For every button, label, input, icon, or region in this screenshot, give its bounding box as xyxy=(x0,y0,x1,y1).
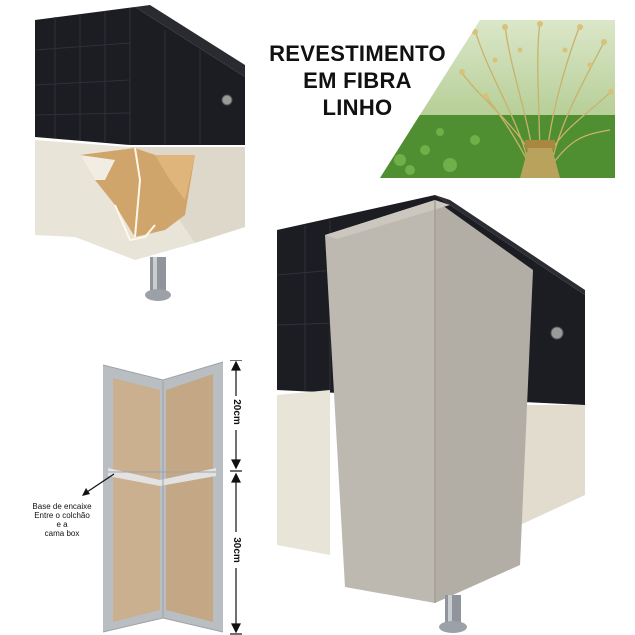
annotation-line-3: e a xyxy=(56,520,68,529)
linen-corner-guard-photo xyxy=(275,195,625,635)
dimension-lines xyxy=(226,360,246,635)
annotation-line-2: Entre o colchão xyxy=(34,511,90,520)
headline-line-3: LINHO xyxy=(322,95,393,120)
annotation-line-1: Base de encaixe xyxy=(32,502,92,511)
corner-guard-diagram xyxy=(98,360,228,635)
damaged-bed-corner-photo xyxy=(35,5,250,305)
annotation-line-4: cama box xyxy=(44,529,80,538)
dimension-label-bottom: 30cm xyxy=(231,537,242,563)
headline-line-1: REVESTIMENTO xyxy=(269,41,446,66)
annotation-arrow xyxy=(78,470,118,500)
dimension-label-top: 20cm xyxy=(231,399,242,425)
flax-plant-photo xyxy=(380,20,615,178)
annotation-text: Base de encaixe Entre o colchão e a cama… xyxy=(22,502,102,538)
headline-line-2: EM FIBRA xyxy=(303,68,412,93)
headline: REVESTIMENTO EM FIBRA LINHO xyxy=(245,40,470,121)
